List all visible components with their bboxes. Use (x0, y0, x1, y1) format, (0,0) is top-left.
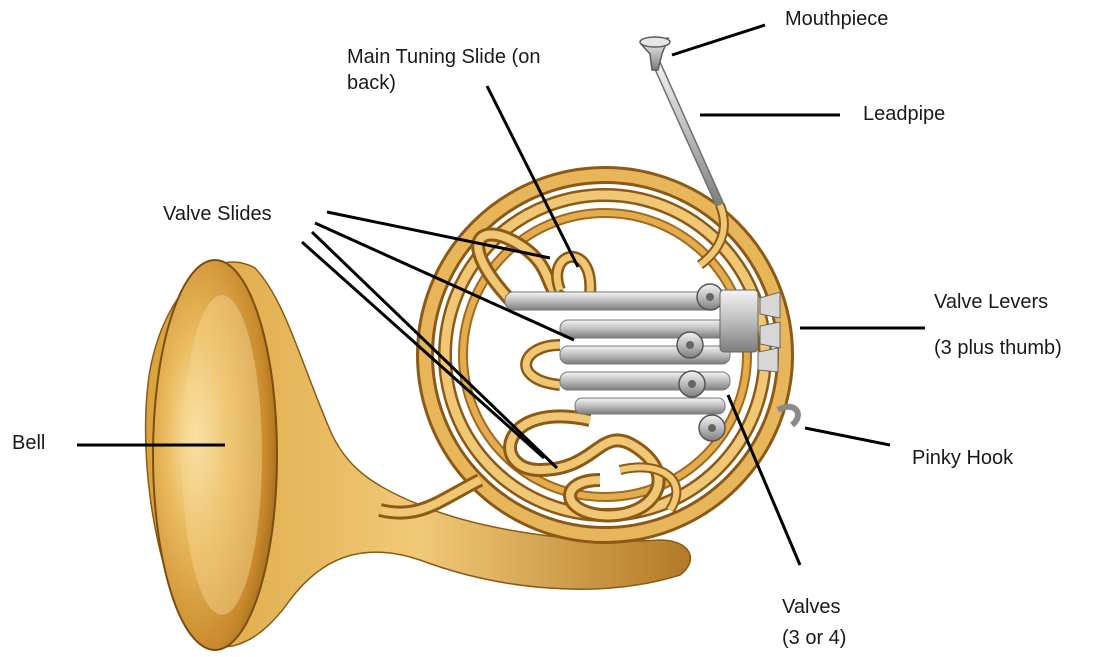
label-main-tuning-slide-line1: Main Tuning Slide (on (347, 44, 540, 71)
label-mouthpiece: Mouthpiece (785, 6, 888, 33)
label-valve-slides: Valve Slides (163, 201, 272, 228)
label-valve-levers-line2: (3 plus thumb) (934, 335, 1062, 362)
label-bell: Bell (12, 430, 45, 457)
label-valve-levers-line1: Valve Levers (934, 289, 1048, 316)
leader-valve-slides-4 (302, 242, 544, 458)
label-leadpipe: Leadpipe (863, 101, 945, 128)
leader-mouthpiece (672, 25, 765, 55)
bell-shape (146, 260, 691, 650)
label-pinky-hook: Pinky Hook (912, 445, 1013, 472)
label-valves-line1: Valves (782, 594, 841, 621)
mouthpiece-shape (640, 37, 670, 70)
label-valves-line2: (3 or 4) (782, 625, 846, 652)
leader-pinky-hook (805, 428, 890, 445)
label-main-tuning-slide-line2: back) (347, 70, 396, 97)
